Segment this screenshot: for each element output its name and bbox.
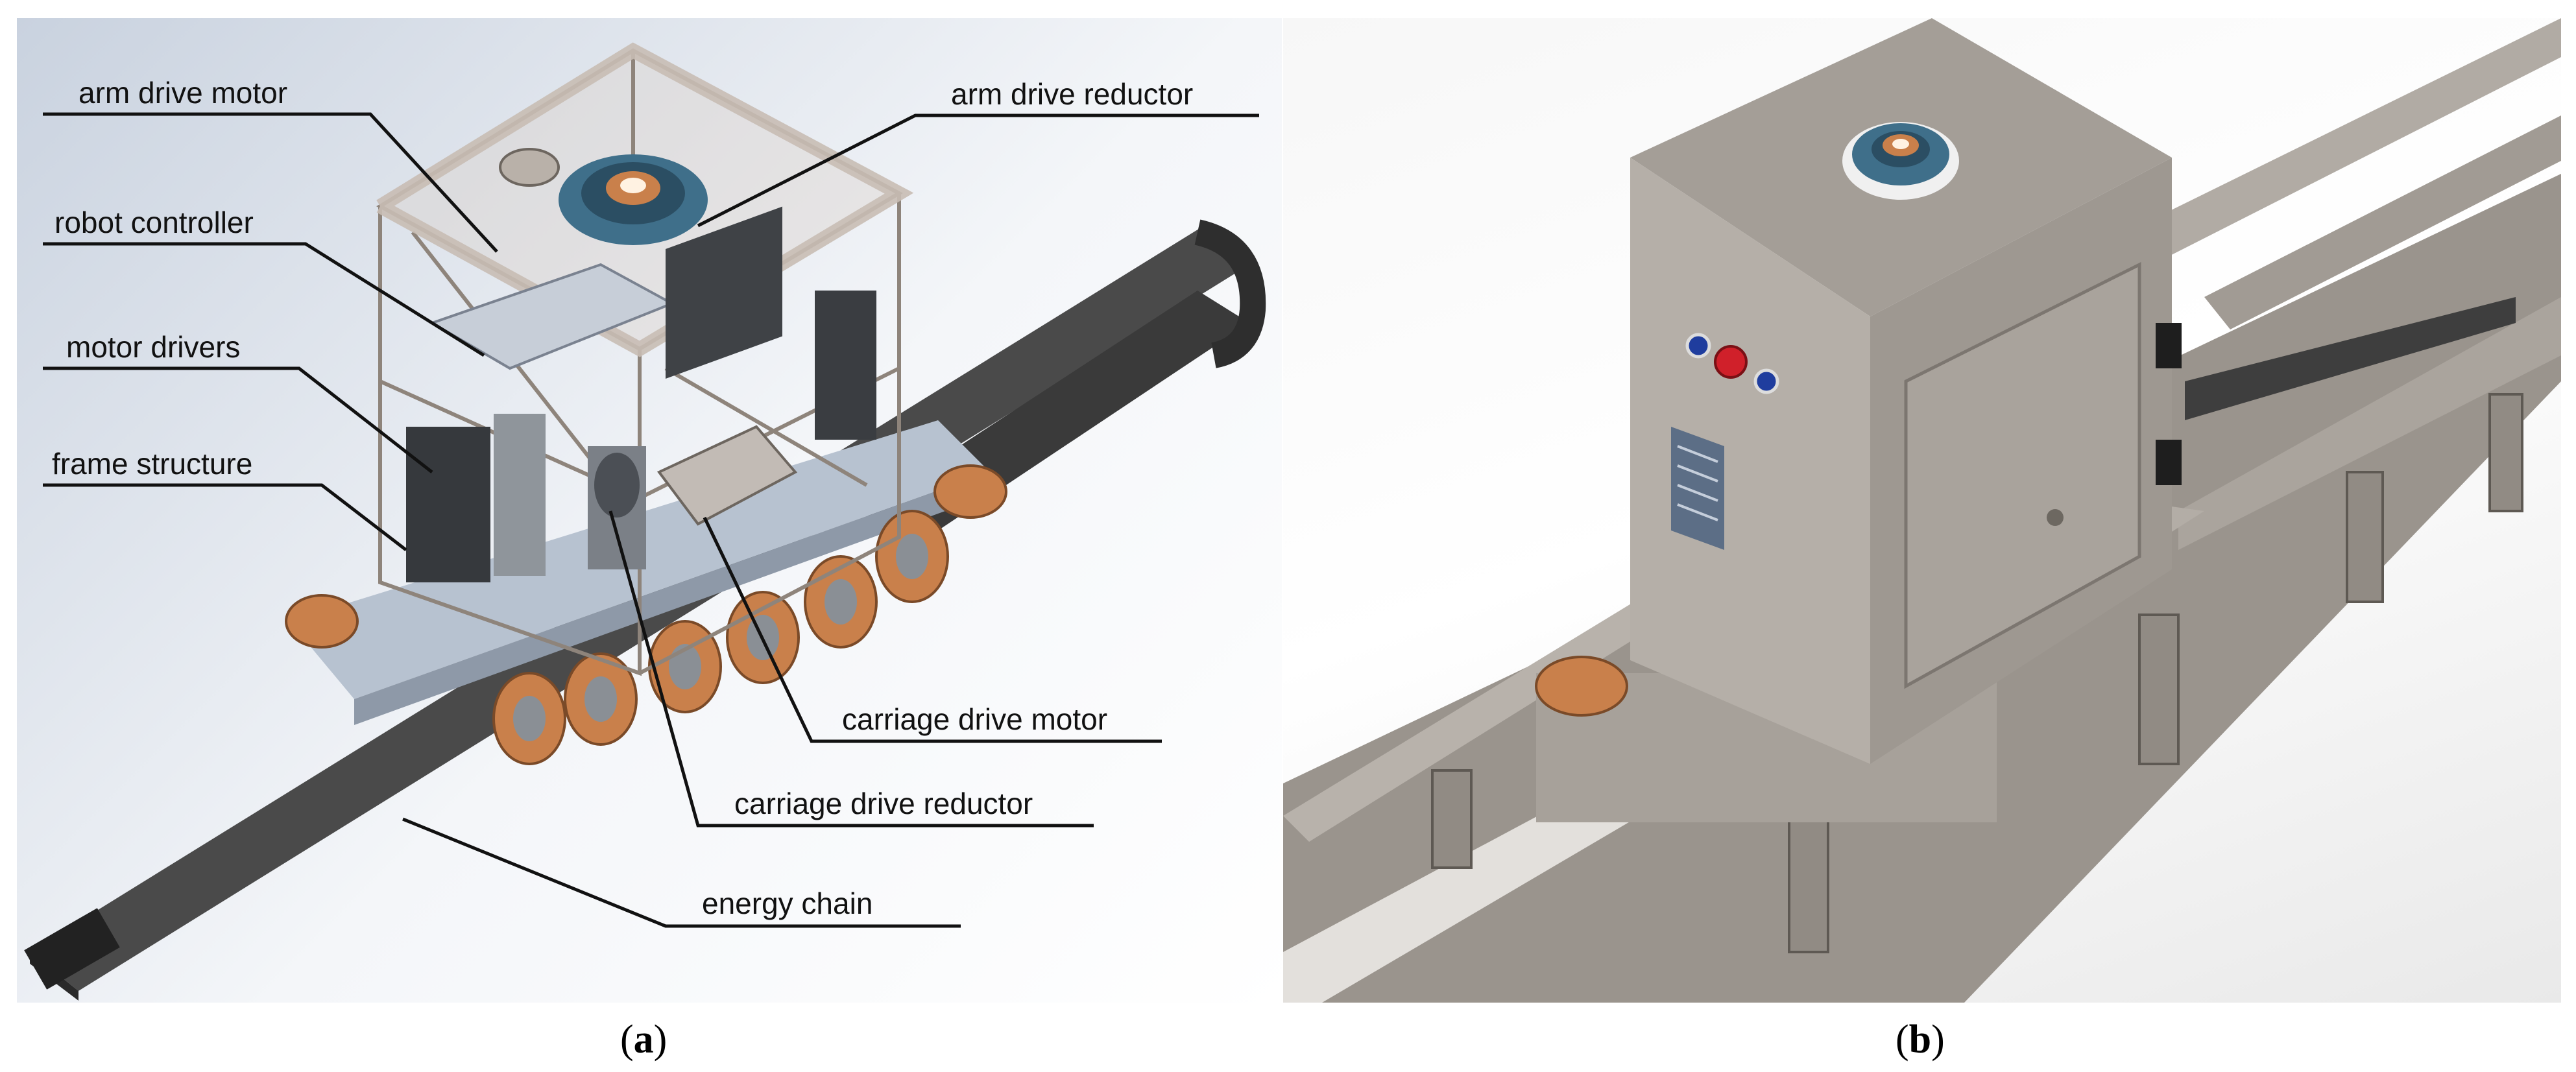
carriage-enclosure-illustration xyxy=(1283,18,2561,1003)
wheel-b-drawing xyxy=(1535,656,1628,717)
label-motor-drivers: motor drivers xyxy=(66,330,241,364)
arm-reductor-drawing xyxy=(499,148,708,245)
carriage-internal-illustration xyxy=(24,42,1266,1001)
carriage-drive-motor-drawing xyxy=(588,425,798,569)
panel-b-carriage-enclosure xyxy=(1283,18,2561,1003)
label-carriage-drive-motor: carriage drive motor xyxy=(842,702,1108,736)
label-frame-structure: frame structure xyxy=(52,447,253,481)
label-arm-drive-reductor: arm drive reductor xyxy=(951,77,1194,111)
panel-a-carriage-internals: arm drive motor arm drive reductor robot… xyxy=(17,18,1282,1003)
caption-b: (b) xyxy=(1896,1018,1945,1062)
motor-drivers-drawing xyxy=(406,291,876,582)
label-energy-chain: energy chain xyxy=(702,887,873,920)
control-buttons-drawing xyxy=(1685,333,1779,394)
callout-leader-lines xyxy=(43,112,1259,928)
arm-reductor-b-drawing xyxy=(1842,122,1959,200)
control-cabinet-drawing xyxy=(1630,18,2182,764)
caption-a: (a) xyxy=(620,1018,668,1062)
label-robot-controller: robot controller xyxy=(54,206,254,239)
label-arm-drive-motor: arm drive motor xyxy=(78,76,288,110)
vent-grille-drawing xyxy=(1671,427,1724,550)
label-carriage-drive-reductor: carriage drive reductor xyxy=(734,787,1033,820)
robot-controller-drawing xyxy=(429,206,782,379)
rail-legs-drawing xyxy=(1431,393,2523,953)
